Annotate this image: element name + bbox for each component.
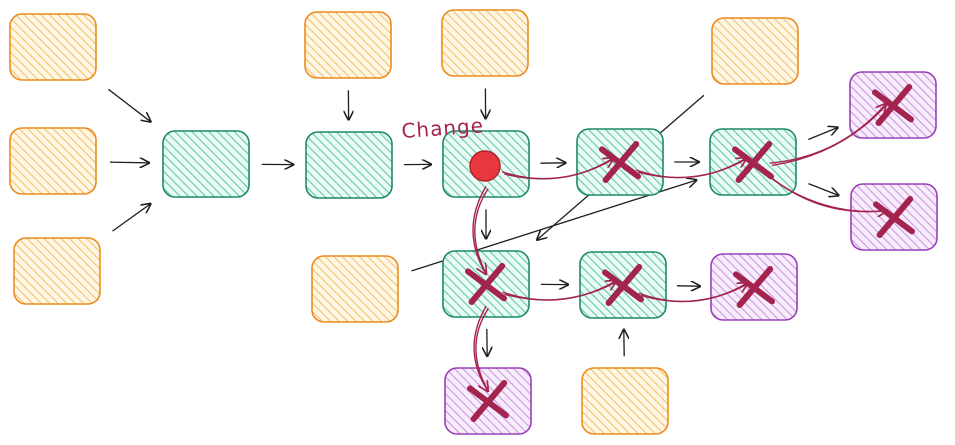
propagation-s6-o4 [475,307,490,393]
propagation-s3-s4 [504,158,615,180]
step-node-s2 [305,131,393,199]
invalidated-mark-s6 [465,263,507,305]
propagation-s5-o1 [771,104,888,167]
input-node-in4 [304,11,392,79]
node-marks [465,84,915,422]
input-node-in2 [9,127,97,195]
invalidated-mark-o4 [467,380,509,422]
edge-in3-s1 [112,204,151,232]
propagation-s6-s7 [504,280,618,301]
input-node-in1 [9,13,97,81]
edge-in1-s1 [108,88,150,121]
invalidated-mark-s5 [732,141,774,183]
invalidated-mark-o2 [873,196,915,238]
propagation-s5-o2 [771,178,888,213]
invalidated-mark-o1 [872,84,914,126]
input-node-in7 [581,367,669,435]
input-node-in8 [711,17,799,85]
propagation-s7-o3 [640,282,749,303]
invalidated-mark-o3 [733,266,775,308]
propagation-s4-s5 [638,158,748,179]
propagation-s6-o4 [473,305,488,391]
invalidated-mark-s7 [602,264,644,306]
change-dot-s3 [469,150,501,182]
propagation-s3-s6 [472,186,486,274]
invalidation-propagation [472,104,888,393]
edge-s5-o2 [808,182,839,196]
invalidated-mark-s4 [599,141,641,183]
input-node-in5 [441,9,529,77]
step-node-s1 [162,130,250,198]
input-node-in6 [311,255,399,323]
edge-in2-s1 [109,162,149,163]
input-node-in3 [13,237,101,305]
change-annotation: Change [401,113,485,143]
edge-s5-o1 [808,128,837,141]
propagation-s3-s6 [474,188,489,276]
